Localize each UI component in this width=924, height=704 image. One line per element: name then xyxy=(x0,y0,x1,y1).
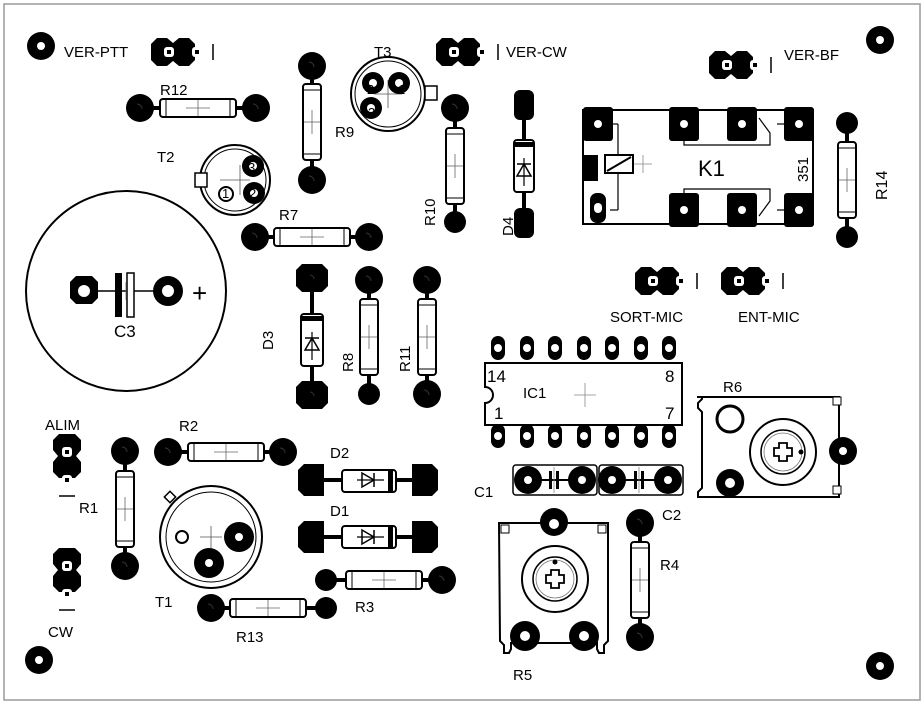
d2-label: D2 xyxy=(330,445,349,462)
r1-label: R1 xyxy=(79,500,98,517)
resistor-r14[interactable] xyxy=(836,112,858,248)
diode-d4[interactable] xyxy=(513,90,535,238)
r4-label: R4 xyxy=(660,557,679,574)
r12-label: R12 xyxy=(160,82,188,99)
r11-label: R11 xyxy=(397,346,414,372)
resistor-r2[interactable] xyxy=(153,437,298,467)
diode-d2[interactable] xyxy=(298,464,438,496)
ver-cw-label: VER-CW xyxy=(506,44,568,61)
transistor-t1[interactable] xyxy=(159,485,263,589)
k1-label: K1 xyxy=(698,156,725,181)
resistor-r9[interactable] xyxy=(297,51,327,195)
transistor-t3[interactable] xyxy=(350,56,438,132)
diode-d1[interactable] xyxy=(298,521,438,553)
r14-label: R14 xyxy=(874,171,891,200)
mounting-hole-bottom-right xyxy=(866,652,894,680)
resistor-r3[interactable] xyxy=(315,565,457,595)
ic1-pin-1: 1 xyxy=(494,404,503,423)
r8-label: R8 xyxy=(340,353,357,372)
capacitor-c2[interactable] xyxy=(598,464,684,496)
resistor-r1[interactable] xyxy=(110,436,140,581)
resistor-r4[interactable] xyxy=(625,508,655,652)
mounting-hole-top-right xyxy=(866,26,894,54)
ic1-pin-14: 14 xyxy=(487,367,506,386)
resistor-r12[interactable] xyxy=(125,93,271,123)
c3-polarity-mark: + xyxy=(192,278,207,308)
k1-part-code: 351 xyxy=(795,157,812,182)
d4-label: D4 xyxy=(500,217,517,236)
t3-pin-2: 2 xyxy=(367,82,374,97)
resistor-r13[interactable] xyxy=(196,593,337,623)
mounting-hole-top-left xyxy=(27,32,55,60)
trimmer-r5[interactable] xyxy=(497,508,609,654)
resistor-r8[interactable] xyxy=(354,265,384,405)
ent-mic-label: ENT-MIC xyxy=(738,309,800,326)
capacitor-c3[interactable] xyxy=(25,190,227,392)
resistor-r7[interactable] xyxy=(240,222,384,252)
t3-pin-3: 3 xyxy=(368,105,375,120)
t2-pin-2: 2 xyxy=(249,186,256,201)
r3-label: R3 xyxy=(355,599,374,616)
t3-label: T3 xyxy=(374,44,392,61)
ic1-pin-8: 8 xyxy=(665,367,674,386)
mounting-hole-bottom-left xyxy=(25,646,53,674)
ic1-label: IC1 xyxy=(523,385,546,402)
t3-pin-1: 1 xyxy=(398,82,405,97)
c1-label: C1 xyxy=(474,484,493,501)
ic1-dip14[interactable] xyxy=(484,336,683,448)
r5-label: R5 xyxy=(513,667,532,684)
r2-label: R2 xyxy=(179,418,198,435)
diode-d3[interactable] xyxy=(295,263,329,410)
sort-mic-label: SORT-MIC xyxy=(610,309,683,326)
r9-label: R9 xyxy=(335,124,354,141)
alim-label: ALIM xyxy=(45,417,80,434)
t2-label: T2 xyxy=(157,149,175,166)
t2-pin-1: 1 xyxy=(222,186,229,201)
c3-label: C3 xyxy=(114,322,136,341)
r10-label: R10 xyxy=(422,198,439,226)
ic1-pin-7: 7 xyxy=(665,404,674,423)
r6-label: R6 xyxy=(723,379,742,396)
capacitor-c1[interactable] xyxy=(512,464,598,496)
t1-label: T1 xyxy=(155,594,173,611)
trimmer-r6[interactable] xyxy=(697,396,857,498)
r13-label: R13 xyxy=(236,629,264,646)
ver-ptt-label: VER-PTT xyxy=(64,44,128,61)
d3-label: D3 xyxy=(260,331,277,350)
c2-label: C2 xyxy=(662,507,681,524)
relay-k1[interactable] xyxy=(582,107,814,227)
d1-label: D1 xyxy=(330,503,349,520)
transistor-t2[interactable] xyxy=(194,144,271,216)
resistor-r11[interactable] xyxy=(412,265,442,409)
r7-label: R7 xyxy=(279,207,298,224)
ver-bf-label: VER-BF xyxy=(784,47,839,64)
cw-label: CW xyxy=(48,624,74,641)
t2-pin-3: 3 xyxy=(248,160,255,175)
resistor-r10[interactable] xyxy=(440,93,470,233)
